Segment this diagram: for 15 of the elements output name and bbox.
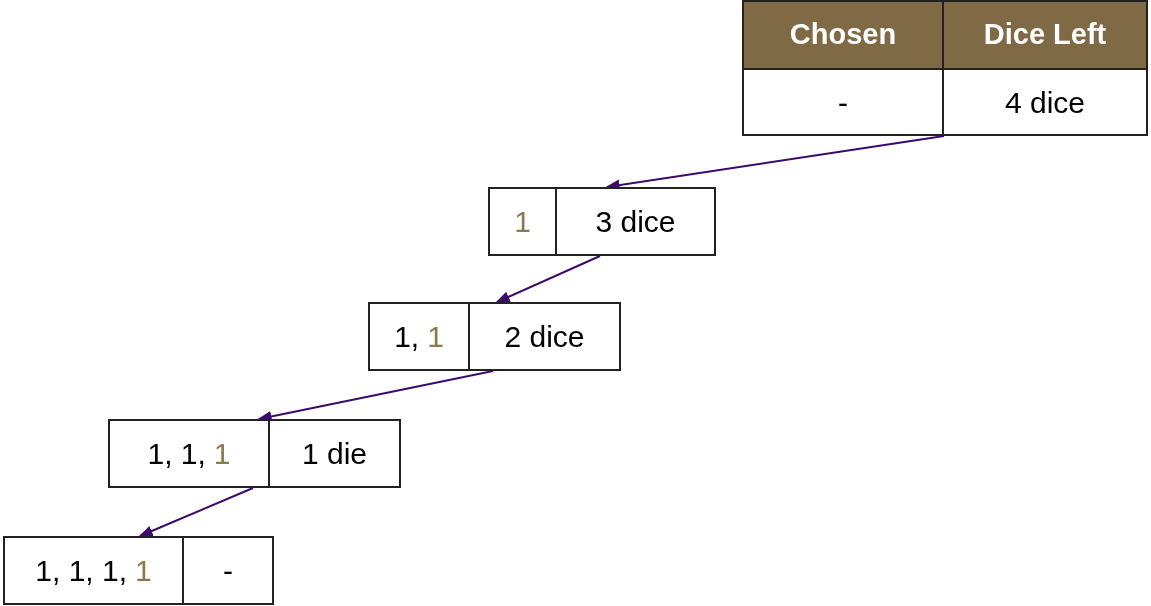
arrow bbox=[495, 255, 601, 303]
table-cell: 4 dice bbox=[942, 68, 1148, 136]
arrow bbox=[138, 487, 254, 537]
header-cell: Chosen bbox=[742, 0, 944, 70]
table-cell: 1 die bbox=[268, 419, 401, 488]
table-cell: - bbox=[182, 536, 274, 605]
header-cell: Dice Left bbox=[942, 0, 1148, 70]
table-cell: 2 dice bbox=[468, 302, 621, 371]
table-cell: - bbox=[742, 68, 944, 136]
arrow bbox=[257, 370, 494, 422]
table-cell: 3 dice bbox=[555, 187, 716, 256]
table-cell: 1, 1 bbox=[368, 302, 470, 371]
table-cell: 1 bbox=[488, 187, 557, 256]
table-cell: 1, 1, 1, 1 bbox=[3, 536, 184, 605]
table-cell: 1, 1, 1 bbox=[108, 419, 270, 488]
